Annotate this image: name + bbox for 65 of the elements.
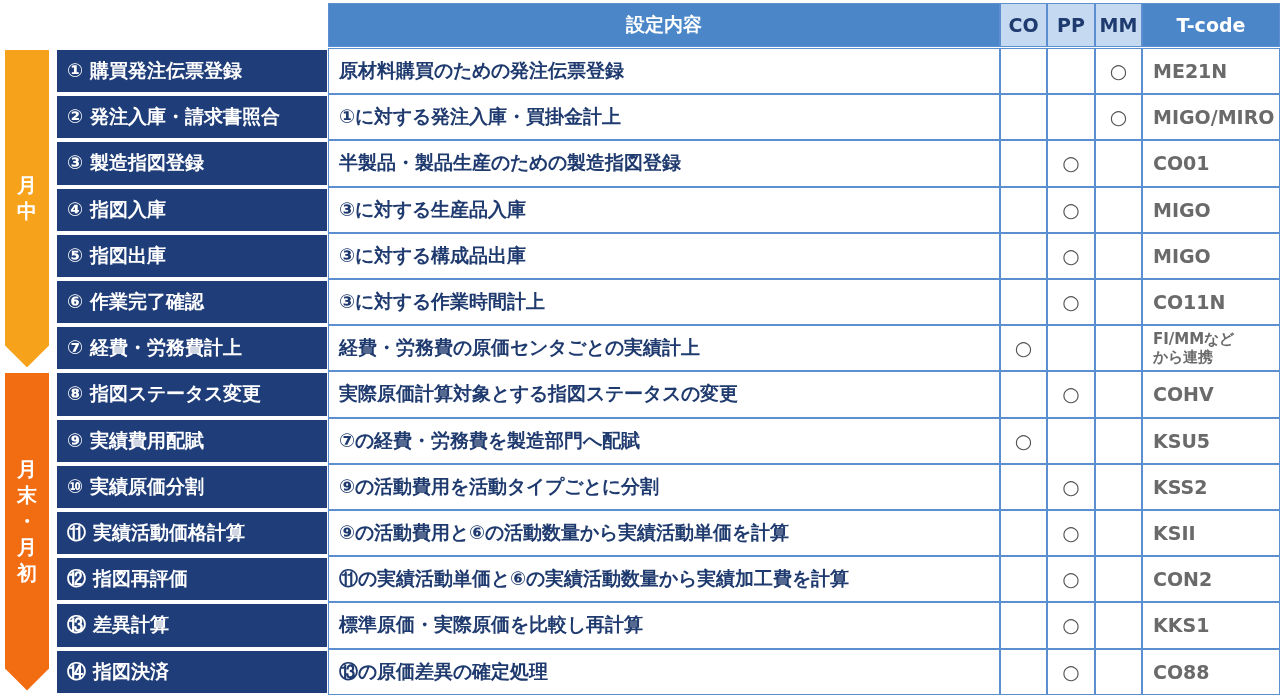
check-mark: ○ — [1000, 417, 1047, 464]
check-mark: ○ — [1047, 186, 1095, 233]
step-box: ③ 製造指図登録 — [57, 142, 327, 185]
table-cell: 半製品・製品生産のための製造指図登録 — [328, 140, 1000, 187]
check-mark: ○ — [1047, 232, 1095, 279]
table-cell: KSU5 — [1142, 417, 1280, 464]
step-box: ⑧ 指図ステータス変更 — [57, 373, 327, 416]
table-cell: ME21N — [1142, 48, 1280, 95]
phase-band — [5, 50, 49, 368]
table-cell: MIGO — [1142, 186, 1280, 233]
check-mark: ○ — [1047, 556, 1095, 603]
table-cell: CO88 — [1142, 648, 1280, 695]
phase-label: 月末・月初 — [16, 456, 38, 587]
table-cell: 経費・労務費の原価センタごとの実績計上 — [328, 325, 1000, 372]
step-box: ⑬ 差異計算 — [57, 604, 327, 647]
table-cell: ⑨の活動費用と⑥の活動数量から実績活動単価を計算 — [328, 510, 1000, 557]
check-mark: ○ — [1000, 325, 1047, 372]
table-cell: ⑦の経費・労務費を製造部門へ配賦 — [328, 417, 1000, 464]
step-box: ⑨ 実績費用配賦 — [57, 419, 327, 462]
check-mark: ○ — [1047, 140, 1095, 187]
table-cell: KSII — [1142, 510, 1280, 557]
table-cell: CO11N — [1142, 279, 1280, 326]
phase-band — [5, 373, 49, 691]
check-mark: ○ — [1095, 48, 1142, 95]
table-cell: ③に対する構成品出庫 — [328, 232, 1000, 279]
table-cell: ③に対する作業時間計上 — [328, 279, 1000, 326]
check-mark: ○ — [1047, 463, 1095, 510]
check-mark: ○ — [1047, 648, 1095, 695]
table-cell: ①に対する発注入庫・買掛金計上 — [328, 94, 1000, 141]
table-cell: MIGO — [1142, 232, 1280, 279]
table-cell: FI/MMなどから連携 — [1142, 325, 1280, 372]
step-box: ⑦ 経費・労務費計上 — [57, 327, 327, 370]
column-header: 設定内容 — [328, 3, 1000, 47]
column-header: CO — [1000, 3, 1047, 47]
table-cell: KSS2 — [1142, 463, 1280, 510]
table-cell: KKS1 — [1142, 602, 1280, 649]
table-cell: 原材料購買のための発注伝票登録 — [328, 48, 1000, 95]
step-box: ⑭ 指図決済 — [57, 650, 327, 693]
table-cell: CON2 — [1142, 556, 1280, 603]
step-box: ⑩ 実績原価分割 — [57, 465, 327, 508]
column-header: T-code — [1142, 3, 1280, 47]
step-box: ⑥ 作業完了確認 — [57, 281, 327, 324]
step-box: ④ 指図入庫 — [57, 188, 327, 231]
table-cell: CO01 — [1142, 140, 1280, 187]
phase-label: 月中 — [16, 171, 38, 224]
column-header: MM — [1095, 3, 1142, 47]
table-cell: 実際原価計算対象とする指図ステータスの変更 — [328, 371, 1000, 418]
table-cell: 標準原価・実際原価を比較し再計算 — [328, 602, 1000, 649]
check-mark: ○ — [1047, 510, 1095, 557]
table-cell: ③に対する生産品入庫 — [328, 186, 1000, 233]
table-cell: ⑬の原価差異の確定処理 — [328, 648, 1000, 695]
table-cell: ⑪の実績活動単価と⑥の実績活動数量から実績加工費を計算 — [328, 556, 1000, 603]
table-cell: MIGO/MIRO — [1142, 94, 1280, 141]
check-mark: ○ — [1095, 94, 1142, 141]
table-cell: COHV — [1142, 371, 1280, 418]
check-mark: ○ — [1047, 279, 1095, 326]
step-box: ① 購買発注伝票登録 — [57, 50, 327, 93]
step-box: ② 発注入庫・請求書照合 — [57, 96, 327, 139]
check-mark: ○ — [1047, 371, 1095, 418]
check-mark: ○ — [1047, 602, 1095, 649]
step-box: ⑫ 指図再評価 — [57, 558, 327, 601]
step-box: ⑪ 実績活動価格計算 — [57, 512, 327, 555]
column-header: PP — [1047, 3, 1095, 47]
step-box: ⑤ 指図出庫 — [57, 234, 327, 277]
table-cell: ⑨の活動費用を活動タイプごとに分割 — [328, 463, 1000, 510]
